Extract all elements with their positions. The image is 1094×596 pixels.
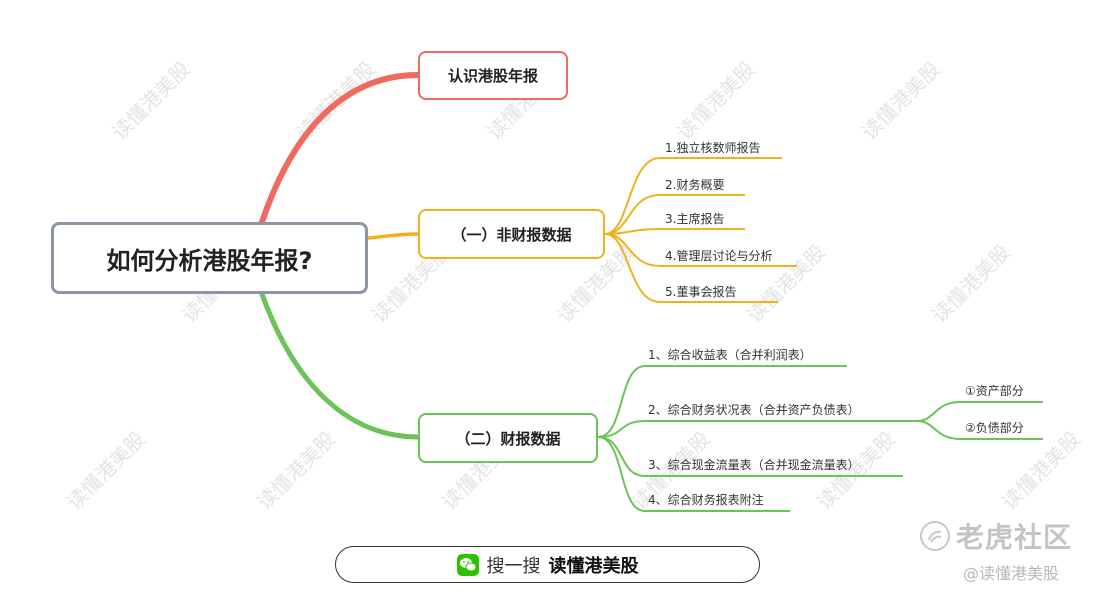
leaf-item[interactable]: 4.管理层讨论与分析 bbox=[665, 249, 773, 263]
branch-title: 认识港股年报 bbox=[447, 67, 538, 85]
sub-leaf-item[interactable]: ①资产部分 bbox=[965, 384, 1024, 398]
wechat-icon bbox=[456, 553, 479, 576]
sub-leaf-item[interactable]: ②负债部分 bbox=[965, 421, 1024, 435]
leaf-item[interactable]: 2、综合财务状况表（合并资产负债表） bbox=[648, 403, 860, 417]
root-node[interactable]: 如何分析港股年报? bbox=[51, 222, 368, 294]
leaf-item[interactable]: 3.主席报告 bbox=[665, 212, 725, 226]
leaf-item[interactable]: 5.董事会报告 bbox=[665, 285, 737, 299]
brand-name: 老虎社区 bbox=[956, 521, 1073, 554]
leaf-item[interactable]: 2.财务概要 bbox=[665, 178, 725, 192]
branch-title: （一）非财报数据 bbox=[451, 225, 572, 244]
leaf-item[interactable]: 3、综合现金流量表（合并现金流量表） bbox=[648, 458, 860, 472]
search-prefix: 搜一搜 bbox=[486, 555, 541, 577]
search-account-name: 读懂港美股 bbox=[548, 555, 639, 577]
brand-handle: @读懂港美股 bbox=[963, 564, 1060, 583]
branch-node-recognize[interactable]: 认识港股年报 bbox=[418, 51, 568, 100]
root-title: 如何分析港股年报? bbox=[106, 246, 313, 275]
leaf-item[interactable]: 1、综合收益表（合并利润表） bbox=[648, 348, 812, 362]
brand-logo: 老虎社区 bbox=[920, 516, 1072, 556]
branch-node-non-financial[interactable]: （一）非财报数据 bbox=[418, 209, 605, 259]
connector-green bbox=[259, 291, 421, 440]
leaf-item[interactable]: 4、综合财务报表附注 bbox=[648, 493, 764, 507]
branch-title: （二）财报数据 bbox=[455, 429, 561, 448]
leaf-item[interactable]: 1.独立核数师报告 bbox=[665, 141, 761, 155]
connector-red bbox=[259, 72, 421, 225]
branch-node-financial[interactable]: （二）财报数据 bbox=[418, 413, 598, 463]
tiger-logo-icon bbox=[920, 521, 950, 551]
connector-yellow bbox=[367, 232, 419, 240]
search-banner[interactable]: 搜一搜 读懂港美股 bbox=[335, 546, 760, 583]
